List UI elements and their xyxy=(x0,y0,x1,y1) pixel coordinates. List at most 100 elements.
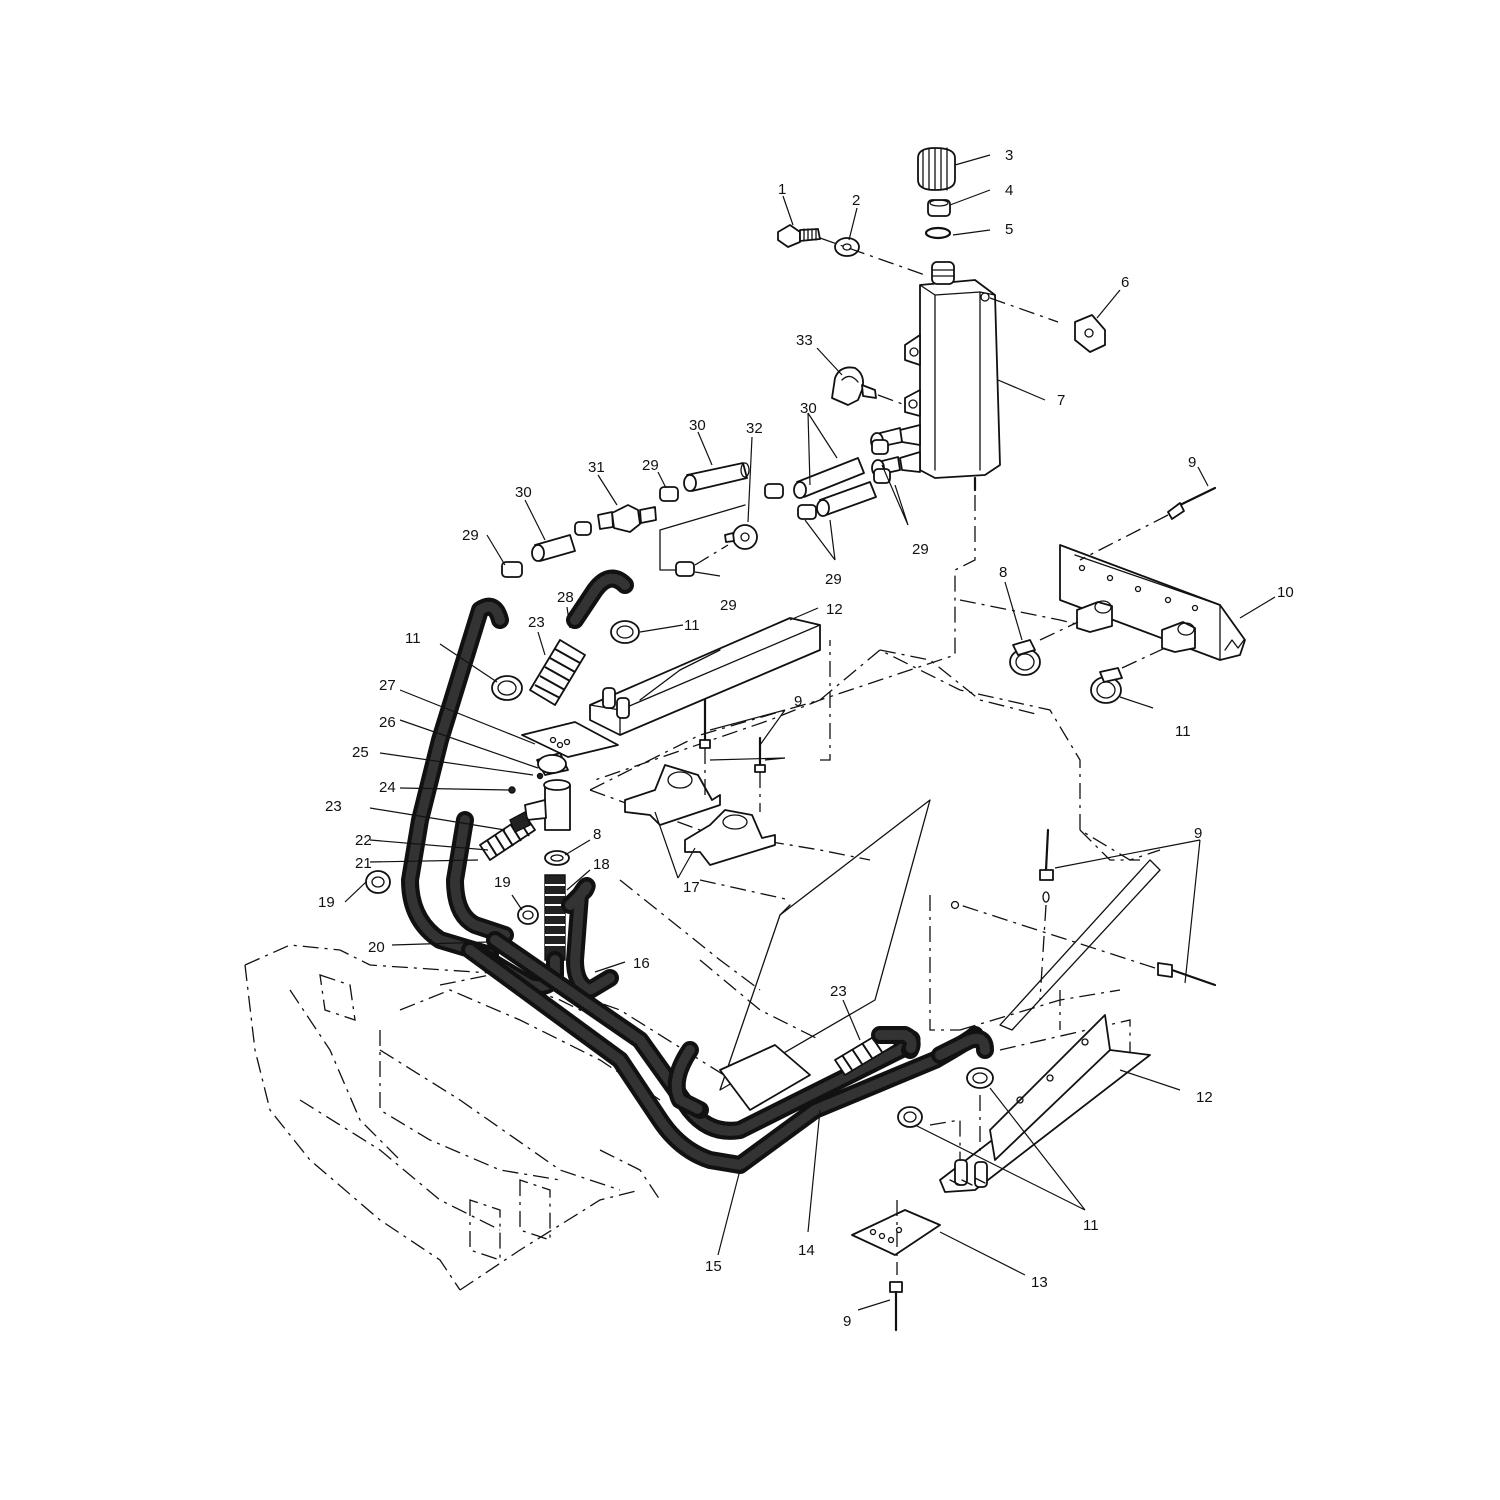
corrugated-hose-23-lower xyxy=(479,811,536,861)
tank-bracket xyxy=(1074,314,1106,353)
rivet-9-upper-right xyxy=(1079,486,1217,561)
callout-8-right: 8 xyxy=(999,564,1007,581)
heat-shield-plate xyxy=(719,799,931,1091)
tank-drain-axis xyxy=(594,495,976,781)
callout-32: 32 xyxy=(746,420,763,437)
bolt-axis-line xyxy=(819,237,926,276)
callout-9-right: 9 xyxy=(1194,825,1202,842)
callout-13: 13 xyxy=(1031,1274,1048,1291)
callout-5: 5 xyxy=(1005,221,1013,238)
clamp-19-left xyxy=(365,870,391,894)
hose-22-inner xyxy=(446,811,514,944)
tube-segment-upper-right xyxy=(793,457,877,517)
callout-11-top: 11 xyxy=(684,617,700,634)
fitting-31 xyxy=(597,504,657,533)
tube-segment-30-left xyxy=(531,534,576,562)
small-clamps-29-right xyxy=(764,439,891,520)
callout-23-upper: 23 xyxy=(528,614,545,631)
callout-30-mid: 30 xyxy=(689,417,706,434)
bracket-line-32 xyxy=(659,504,746,571)
right-rail xyxy=(950,859,1161,1031)
coolant-reservoir-tank xyxy=(899,261,1001,492)
callout-7: 7 xyxy=(1057,392,1065,409)
callout-4: 4 xyxy=(1005,182,1013,199)
lower-bracket-axis xyxy=(929,1095,981,1160)
clamp-axis-right xyxy=(1039,621,1166,669)
valve-32-axis xyxy=(694,544,729,566)
corrugated-hose-23-upper xyxy=(529,639,586,706)
tank-cap xyxy=(917,147,956,191)
hose-clamp-8-right xyxy=(1009,639,1041,676)
clamp-19-center xyxy=(517,905,539,925)
callout-11-right: 11 xyxy=(1175,723,1191,740)
rivet-9-bottom xyxy=(889,1281,903,1332)
callout-29-d: 29 xyxy=(825,571,842,588)
callout-18: 18 xyxy=(593,856,610,873)
callout-22: 22 xyxy=(355,832,372,849)
hose-clamp-33 xyxy=(831,366,877,406)
callout-17: 17 xyxy=(683,879,700,896)
callout-11-lower: 11 xyxy=(1083,1217,1099,1234)
callout-30-upper: 30 xyxy=(800,400,817,417)
bleed-valve-32 xyxy=(724,524,758,550)
hose-upper-right-bend xyxy=(871,1026,994,1064)
callout-labels: 1 2 3 4 5 6 7 33 30 32 30 29 31 30 29 29… xyxy=(318,147,1294,1330)
plate-27 xyxy=(521,721,619,758)
hose-21-long xyxy=(401,597,509,964)
callout-19-center: 19 xyxy=(494,874,511,891)
clamp-11-top xyxy=(610,620,640,644)
rivet-9-mid-right xyxy=(959,828,1217,1001)
plate-13 xyxy=(851,1200,941,1275)
callout-23-mid: 23 xyxy=(325,798,342,815)
callout-24: 24 xyxy=(379,779,396,796)
callout-23-lower: 23 xyxy=(830,983,847,1000)
callout-9-upper: 9 xyxy=(794,693,802,710)
clamps-11-lower xyxy=(897,1067,994,1128)
callout-9-top-right: 9 xyxy=(1188,454,1196,471)
callout-29-c: 29 xyxy=(912,541,929,558)
callout-29-b: 29 xyxy=(462,527,479,544)
tube-segment-30-middle xyxy=(683,462,750,492)
hose-16 xyxy=(561,877,619,999)
hose-bend-lower xyxy=(667,1041,709,1119)
plate-lower-center xyxy=(719,1044,811,1111)
tunnel-outline xyxy=(589,599,1161,1060)
mounting-brackets-17 xyxy=(624,764,776,866)
callout-29-e: 29 xyxy=(720,597,737,614)
clamp-8-lower xyxy=(544,850,570,866)
callout-16: 16 xyxy=(633,955,650,972)
callout-27: 27 xyxy=(379,677,396,694)
mounting-bolt xyxy=(777,224,821,248)
callout-9-bottom: 9 xyxy=(843,1313,851,1330)
callout-10: 10 xyxy=(1277,584,1294,601)
rivets-9-upper xyxy=(699,698,766,812)
callout-33: 33 xyxy=(796,332,813,349)
corrugated-hose-18 xyxy=(544,874,566,961)
clamp-33-axis xyxy=(877,394,906,406)
hose-clamp-11-right xyxy=(1090,667,1123,704)
callout-15: 15 xyxy=(705,1258,722,1275)
callout-8-center: 8 xyxy=(593,826,601,843)
mounting-rail-12-upper xyxy=(589,617,821,736)
washer xyxy=(834,237,860,257)
callout-21: 21 xyxy=(355,855,372,872)
callout-26: 26 xyxy=(379,714,396,731)
callout-1: 1 xyxy=(778,181,786,198)
callout-20: 20 xyxy=(368,939,385,956)
callout-31: 31 xyxy=(588,459,605,476)
callout-28: 28 xyxy=(557,589,574,606)
callout-19-left: 19 xyxy=(318,894,335,911)
bracket-10 xyxy=(1059,544,1246,661)
hose-28 xyxy=(566,569,634,629)
bracket-axis-line xyxy=(989,297,1059,323)
callout-3: 3 xyxy=(1005,147,1013,164)
callout-12-lower: 12 xyxy=(1196,1089,1213,1106)
o-ring xyxy=(924,226,952,240)
small-clamps-29-left xyxy=(501,486,695,578)
callout-25: 25 xyxy=(352,744,369,761)
callout-30-left: 30 xyxy=(515,484,532,501)
callout-12-upper: 12 xyxy=(826,601,843,618)
cap-gasket xyxy=(927,199,951,217)
tee-fitting-24 xyxy=(508,752,571,831)
